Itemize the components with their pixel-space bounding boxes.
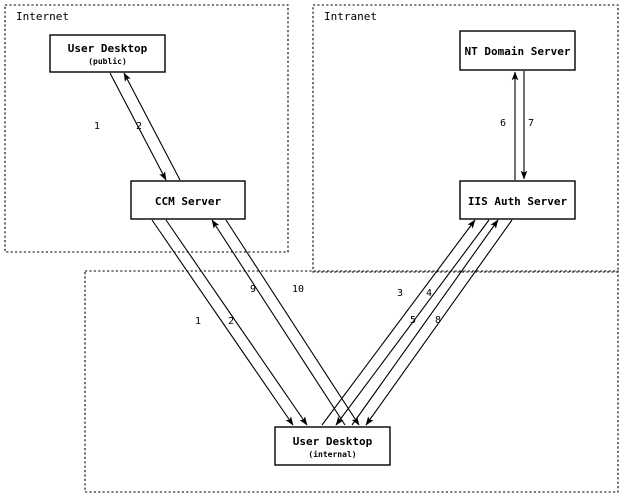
flow-step-label-9: 9	[250, 284, 256, 295]
flow-step-label-4: 4	[426, 288, 432, 299]
flow-line-step-3-user-desktop-internal-to-iis-auth-server	[321, 219, 476, 426]
flow-step-label-2: 2	[136, 121, 142, 132]
flow-line-step-10-ccm-server-to-user-desktop-internal	[225, 219, 360, 426]
node-title-user-desktop-internal: User Desktop	[293, 435, 373, 448]
node-ccm-server[interactable]: CCM Server	[130, 180, 246, 220]
node-title-user-desktop-public: User Desktop	[68, 42, 148, 55]
zone-internet: Internet	[4, 4, 289, 253]
flow-line-step-1-ccm-server-to-user-desktop-internal	[151, 219, 294, 426]
flow-step-label-7: 7	[528, 118, 534, 129]
node-title-nt-domain-server: NT Domain Server	[465, 45, 571, 58]
node-subtitle-user-desktop-public: (public)	[88, 56, 127, 66]
zone-boundary-internet	[4, 4, 289, 253]
zone-boundary-internal-lan	[84, 270, 619, 493]
flow-step-label-2: 2	[228, 316, 234, 327]
node-user-desktop-public[interactable]: User Desktop(public)	[49, 34, 166, 73]
flow-line-step-8-iis-auth-server-to-user-desktop-internal	[365, 219, 513, 426]
flow-step-label-1: 1	[94, 121, 100, 132]
zone-label-intranet: Intranet	[324, 10, 377, 23]
node-nt-domain-server[interactable]: NT Domain Server	[459, 30, 576, 71]
node-box-user-desktop-internal[interactable]	[274, 426, 391, 466]
node-box-ccm-server[interactable]	[130, 180, 246, 220]
zone-internal-lan	[84, 270, 619, 493]
flow-line-step-2-ccm-server-to-user-desktop-internal	[165, 219, 308, 426]
flow-step-label-5: 5	[410, 315, 416, 326]
flow-line-step-9-user-desktop-internal-to-ccm-server	[211, 219, 346, 426]
flow-step-label-8: 8	[435, 315, 441, 326]
flow-step-label-3: 3	[397, 288, 403, 299]
zone-label-internet: Internet	[16, 10, 69, 23]
node-user-desktop-internal[interactable]: User Desktop(internal)	[274, 426, 391, 466]
node-iis-auth-server[interactable]: IIS Auth Server	[459, 180, 576, 220]
flow-step-label-6: 6	[500, 118, 506, 129]
flow-step-label-1: 1	[195, 316, 201, 327]
zones-layer: Internet Intranet	[4, 4, 619, 493]
flow-line-step-5-user-desktop-internal-to-iis-auth-server	[351, 219, 499, 426]
flow-labels-layer: 1 2 1 2 9 10 3 4 5 8 6 7	[94, 118, 534, 327]
node-title-ccm-server: CCM Server	[155, 195, 222, 208]
flow-line-step-1-user-desktop-public-to-ccm-server	[109, 72, 167, 181]
node-box-nt-domain-server[interactable]	[459, 30, 576, 71]
node-title-iis-auth-server: IIS Auth Server	[468, 195, 568, 208]
node-box-user-desktop-public[interactable]	[49, 34, 166, 73]
flow-line-step-4-iis-auth-server-to-user-desktop-internal	[335, 219, 490, 426]
flow-step-label-10: 10	[292, 284, 304, 295]
node-subtitle-user-desktop-internal: (internal)	[308, 449, 356, 459]
flow-line-step-2-ccm-server-to-user-desktop-public	[123, 72, 181, 181]
zone-intranet: Intranet	[312, 4, 619, 273]
flows-layer	[109, 71, 528, 426]
node-box-iis-auth-server[interactable]	[459, 180, 576, 220]
